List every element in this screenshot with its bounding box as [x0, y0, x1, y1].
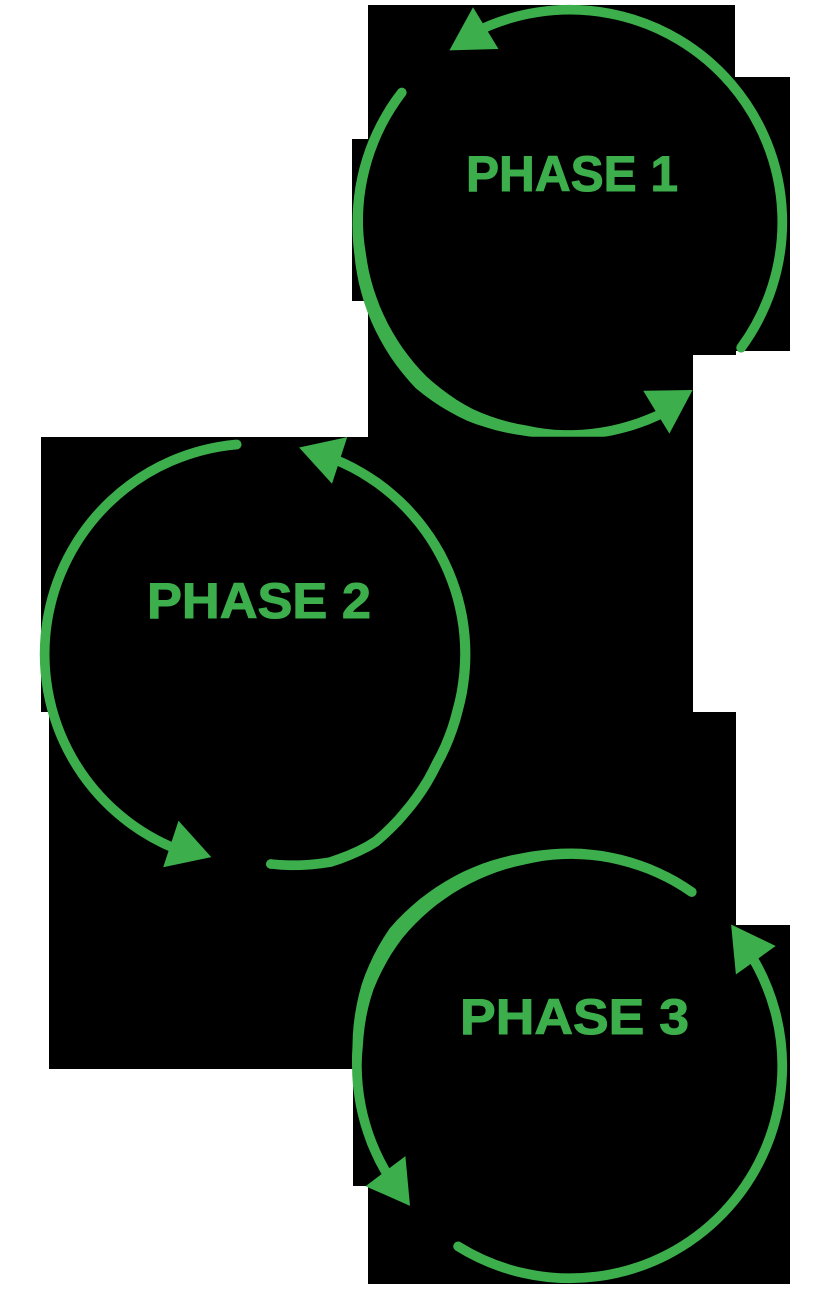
svg-text:PHASE 3: PHASE 3	[460, 988, 689, 1045]
svg-text:PHASE 2: PHASE 2	[147, 572, 371, 629]
svg-text:PHASE 1: PHASE 1	[466, 145, 678, 202]
